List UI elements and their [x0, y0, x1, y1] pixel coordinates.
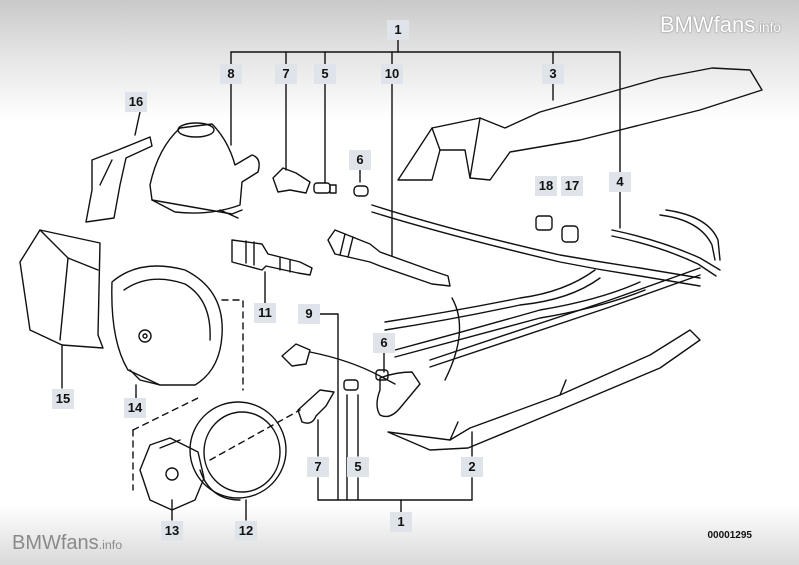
seal-6-bottom	[375, 369, 389, 381]
pulley-12	[189, 401, 287, 501]
callout-15: 15	[52, 389, 74, 409]
sleeve-5-bottom	[343, 379, 359, 391]
watermark-top: BMWfans.info	[659, 12, 781, 37]
bottom-leader-lines	[171, 313, 473, 521]
callout-10: 10	[381, 64, 403, 84]
callout-14: 14	[124, 398, 146, 418]
callout-5-bottom: 5	[347, 457, 369, 477]
callout-7-top: 7	[275, 64, 297, 84]
nut-18	[535, 215, 553, 231]
callout-11: 11	[254, 303, 276, 323]
distributor-cap-14	[111, 265, 223, 386]
watermark-bottom: BMWfans.info	[12, 532, 123, 554]
callout-1-bottom: 1	[390, 512, 412, 532]
callout-7-bottom: 7	[307, 457, 329, 477]
callout-2: 2	[461, 457, 483, 477]
callout-16: 16	[125, 92, 147, 112]
plug-connector-7-top	[272, 167, 311, 194]
seal-6-top	[353, 185, 369, 197]
cable-rail-3	[397, 67, 763, 181]
callout-6-top: 6	[349, 150, 371, 170]
rotor-13	[139, 437, 205, 511]
ignition-lead-10	[327, 229, 451, 287]
cable-rail-2	[387, 329, 701, 451]
cable-harness-top	[371, 204, 721, 381]
top-leader-lines	[61, 39, 621, 399]
sleeve-5-top	[313, 182, 337, 194]
diagram-part-number: 00001295	[707, 530, 753, 541]
cover-15	[19, 229, 104, 349]
callout-18: 18	[535, 176, 557, 196]
grommet-17	[561, 225, 579, 243]
callout-4: 4	[609, 172, 631, 192]
spark-plug-11	[231, 239, 313, 276]
callout-1-top: 1	[387, 20, 409, 40]
plug-connector-7-bottom	[297, 389, 335, 424]
callout-8: 8	[220, 64, 242, 84]
assembly-dashed-lines	[132, 299, 301, 491]
callout-5-top: 5	[314, 64, 336, 84]
callout-6-mid: 6	[373, 333, 395, 353]
callout-9: 9	[298, 304, 320, 324]
ignition-lead-9	[281, 343, 421, 418]
callout-17: 17	[561, 176, 583, 196]
bracket-16	[85, 136, 153, 223]
callout-3: 3	[542, 64, 564, 84]
rotor-cover-8	[149, 122, 260, 219]
callout-12: 12	[235, 521, 257, 541]
callout-13: 13	[161, 521, 183, 541]
